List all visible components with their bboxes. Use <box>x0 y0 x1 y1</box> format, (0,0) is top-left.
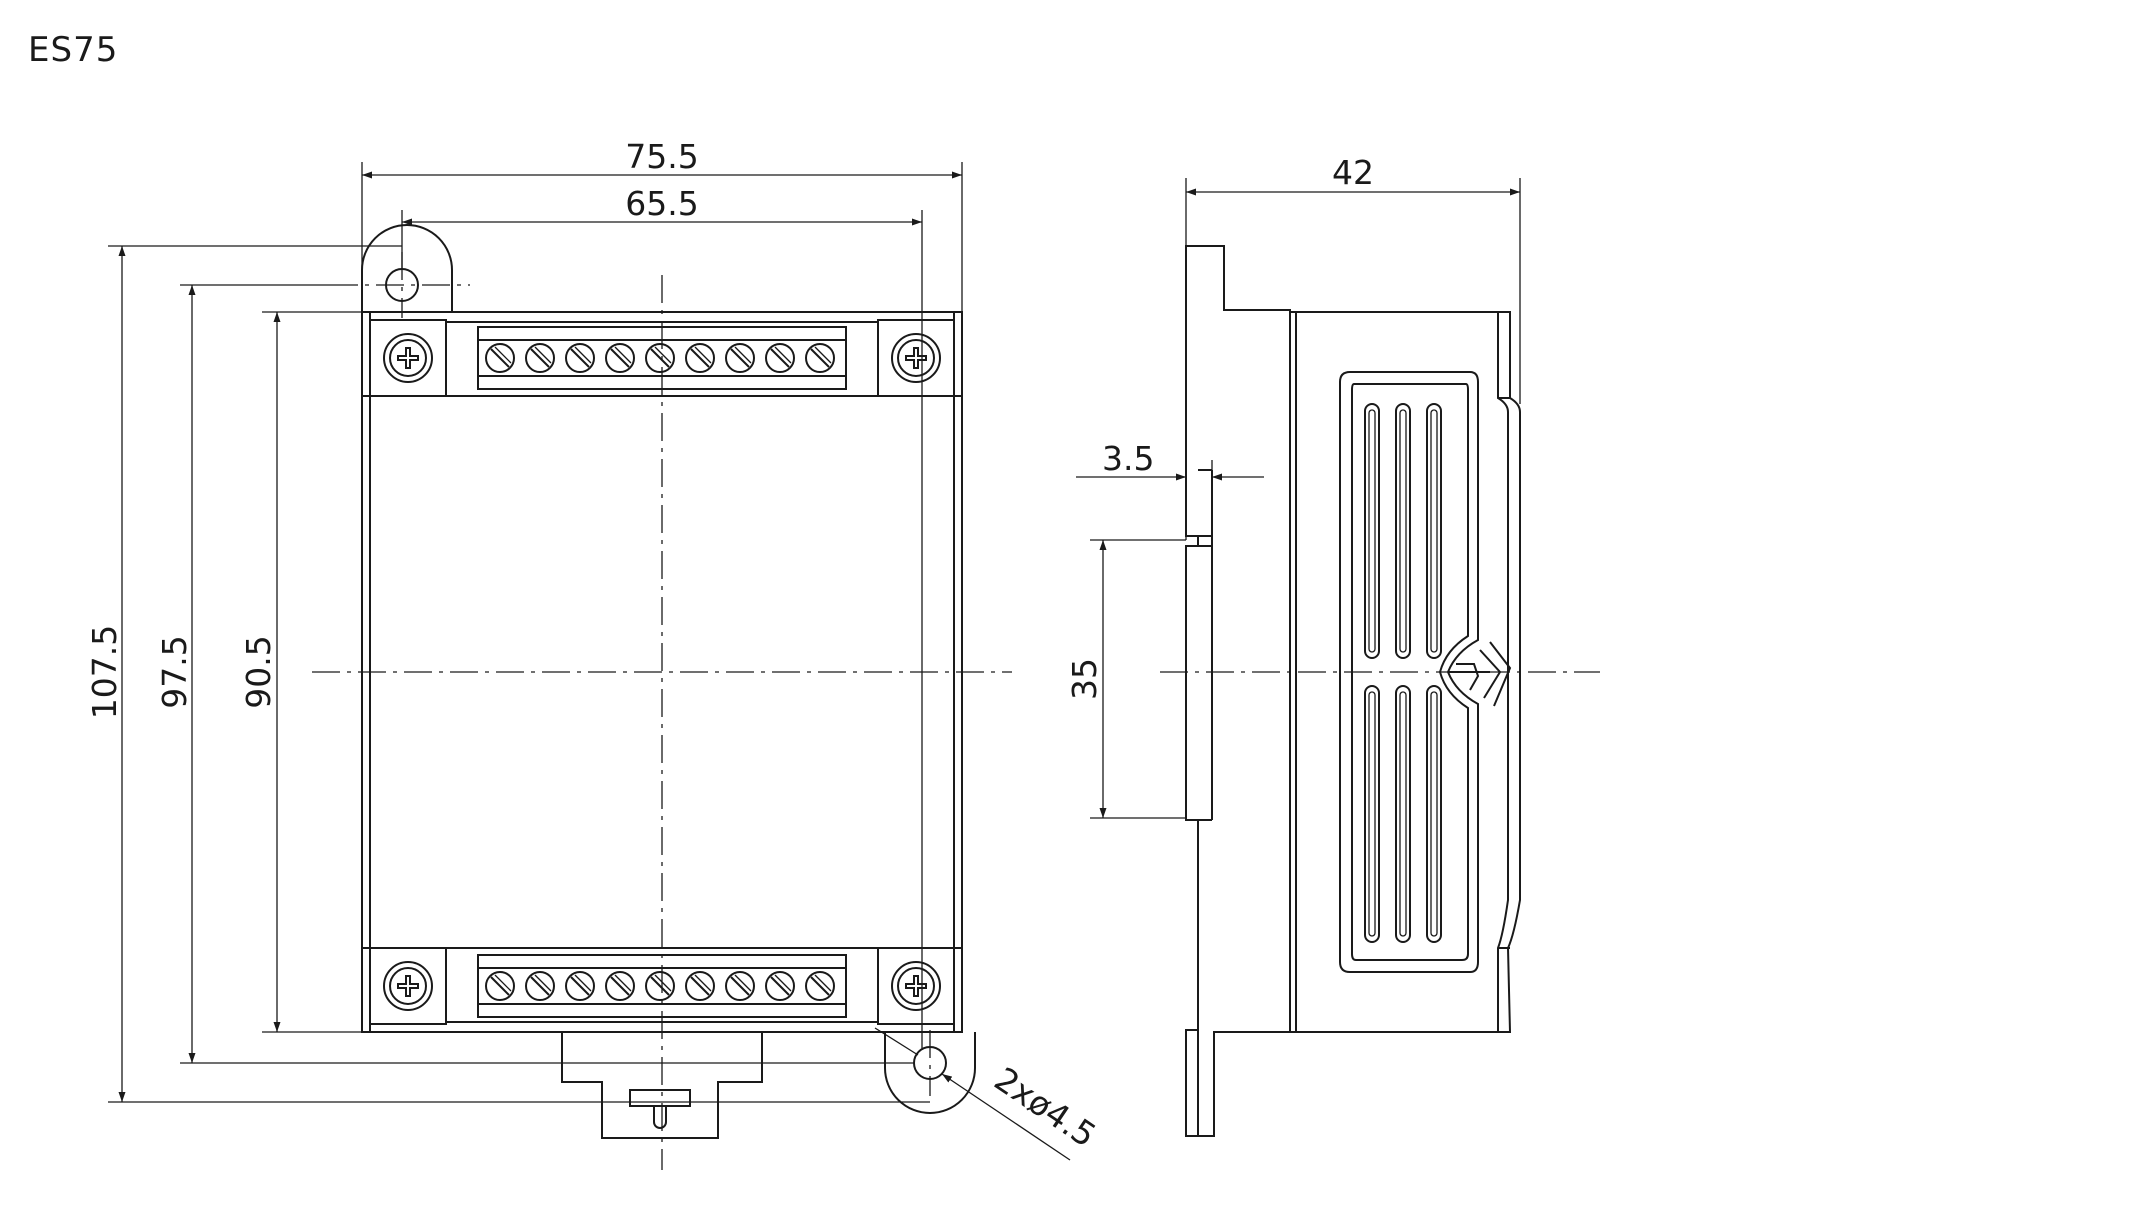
terminal-screw <box>725 971 755 1001</box>
bottom-mounting-ear <box>884 1032 976 1114</box>
terminal-screw <box>645 971 675 1001</box>
vent-slot <box>1426 685 1442 943</box>
terminal-screw <box>685 971 715 1001</box>
dim-rail-thickness: 3.5 <box>1102 439 1154 478</box>
side-view: 42 3.5 35 <box>1065 153 1600 1137</box>
terminal-screw <box>805 971 835 1001</box>
cross-screw <box>891 333 941 383</box>
terminal-screw <box>685 343 715 373</box>
corner-screws <box>383 333 941 1011</box>
din-clip-tab <box>629 1089 691 1107</box>
cross-screw <box>383 333 433 383</box>
vent-slot <box>1364 403 1380 659</box>
model-title: ES75 <box>28 30 119 70</box>
terminal-screw <box>525 971 555 1001</box>
terminal-screw <box>605 971 635 1001</box>
dim-body-height: 90.5 <box>239 635 278 708</box>
dim-overall-width: 75.5 <box>625 137 698 176</box>
dim-rail-width: 35 <box>1065 658 1104 700</box>
cross-screw <box>891 961 941 1011</box>
terminal-screw <box>725 343 755 373</box>
terminal-screw <box>765 343 795 373</box>
vent-slot <box>1426 403 1442 659</box>
top-terminal-screws <box>485 343 835 373</box>
vent-slot <box>1395 403 1411 659</box>
terminal-screw <box>525 343 555 373</box>
terminal-screw <box>485 971 515 1001</box>
dim-hole-spacing-height: 97.5 <box>155 635 194 708</box>
vent-slot <box>1395 685 1411 943</box>
terminal-screw <box>765 971 795 1001</box>
terminal-screw <box>485 343 515 373</box>
vent-slot <box>1364 685 1380 943</box>
dim-hole-spacing-width: 65.5 <box>625 184 698 223</box>
terminal-screw <box>565 971 595 1001</box>
din-clip-slot <box>653 1106 667 1129</box>
dim-overall-height: 107.5 <box>85 625 124 719</box>
dim-depth: 42 <box>1332 153 1374 192</box>
front-view: 75.5 65.5 107.5 97.5 90.5 2xø4.5 <box>85 137 1103 1170</box>
terminal-screw <box>605 343 635 373</box>
dim-mounting-holes: 2xø4.5 <box>988 1059 1104 1155</box>
top-mounting-ear <box>361 224 453 312</box>
terminal-screw <box>805 343 835 373</box>
cross-screw <box>383 961 433 1011</box>
din-rail-profile <box>1185 245 1291 1137</box>
bottom-terminal-screws <box>485 971 835 1001</box>
terminal-screw <box>645 343 675 373</box>
top-left-screw-pad <box>369 319 447 397</box>
vent-slots <box>1364 403 1442 943</box>
terminal-screw <box>565 343 595 373</box>
